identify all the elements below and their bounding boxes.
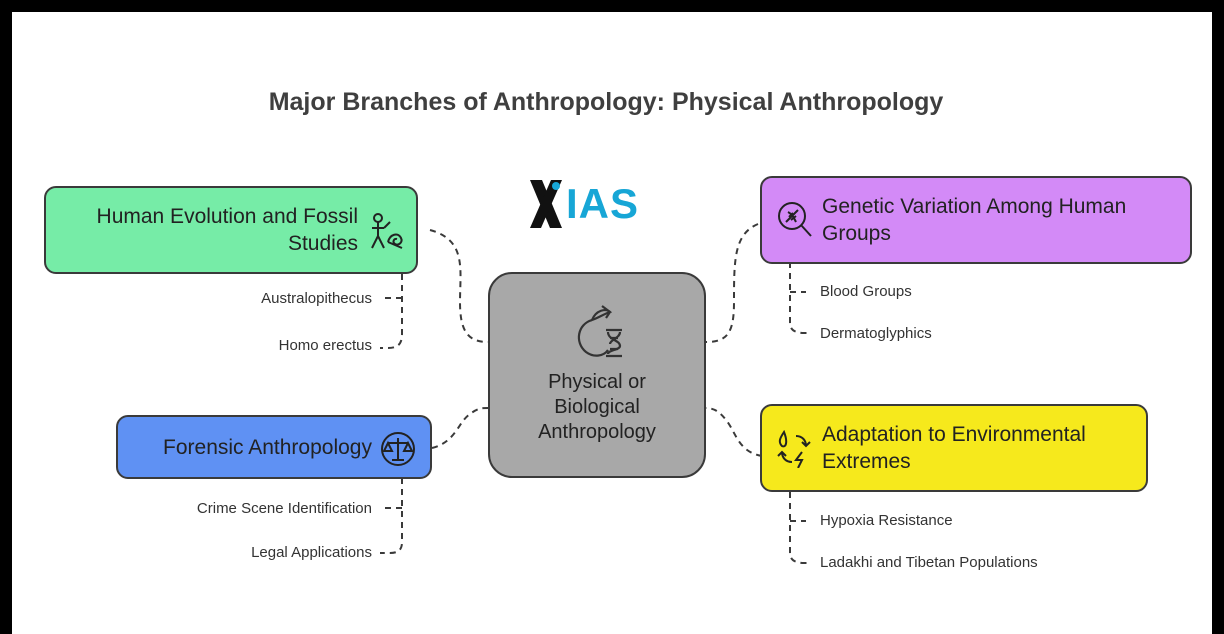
human-evolution-label-line1: Human Evolution and Fossil	[96, 205, 358, 228]
adaptation-icon	[777, 430, 811, 468]
center-label-line2: Biological	[554, 396, 640, 418]
logo-text: IAS	[566, 180, 640, 227]
branch-adaptation: Adaptation to Environmental Extremes	[760, 404, 1148, 492]
center-label-line1: Physical or	[548, 371, 646, 393]
sub-hypoxia-resistance: Hypoxia Resistance	[820, 512, 953, 529]
branch-forensic: Forensic Anthropology	[116, 415, 432, 479]
justice-scales-icon	[381, 432, 415, 466]
center-label-line3: Anthropology	[538, 421, 656, 443]
sub-crime-scene-identification: Crime Scene Identification	[196, 500, 372, 517]
diagram-canvas: Major Branches of Anthropology: Physical…	[12, 12, 1212, 634]
genetic-label-line1: Genetic Variation Among Human	[822, 195, 1127, 218]
connector-human-evolution	[429, 229, 489, 343]
sub-dermatoglyphics: Dermatoglyphics	[820, 325, 932, 342]
x-mark-icon	[530, 180, 562, 228]
sub-connector-adaptation	[789, 492, 808, 564]
sub-connector-forensic	[380, 478, 403, 554]
sub-australopithecus: Australopithecus	[261, 290, 372, 307]
sub-homo-erectus: Homo erectus	[278, 337, 372, 354]
fossil-study-icon	[371, 213, 403, 249]
human-evolution-label-line2: Studies	[287, 232, 358, 255]
sub-connector-genetic	[789, 262, 808, 334]
connector-genetic	[705, 223, 759, 343]
sub-connector-human-evolution	[380, 274, 403, 349]
adaptation-label-line1: Adaptation to Environmental	[822, 423, 1086, 446]
connector-lines	[380, 223, 808, 564]
center-node: Physical or Biological Anthropology	[488, 272, 706, 478]
branch-human-evolution: Human Evolution and Fossil Studies	[44, 186, 418, 274]
genetic-label-line2: Groups	[822, 222, 891, 245]
evolution-dna-icon	[577, 305, 622, 358]
forensic-label: Forensic Anthropology	[163, 436, 372, 459]
branch-genetic-variation: Genetic Variation Among Human Groups	[760, 176, 1192, 264]
page-title: Major Branches of Anthropology: Physical…	[268, 88, 944, 116]
connector-forensic	[431, 407, 489, 449]
sub-blood-groups: Blood Groups	[820, 283, 912, 300]
sub-ladakhi-tibetan-populations: Ladakhi and Tibetan Populations	[820, 554, 1038, 571]
sub-legal-applications: Legal Applications	[251, 544, 372, 561]
connector-adaptation	[705, 407, 763, 457]
adaptation-label-line2: Extremes	[822, 450, 911, 473]
ias-logo: IAS	[528, 178, 639, 230]
dna-magnifier-icon	[778, 202, 812, 237]
